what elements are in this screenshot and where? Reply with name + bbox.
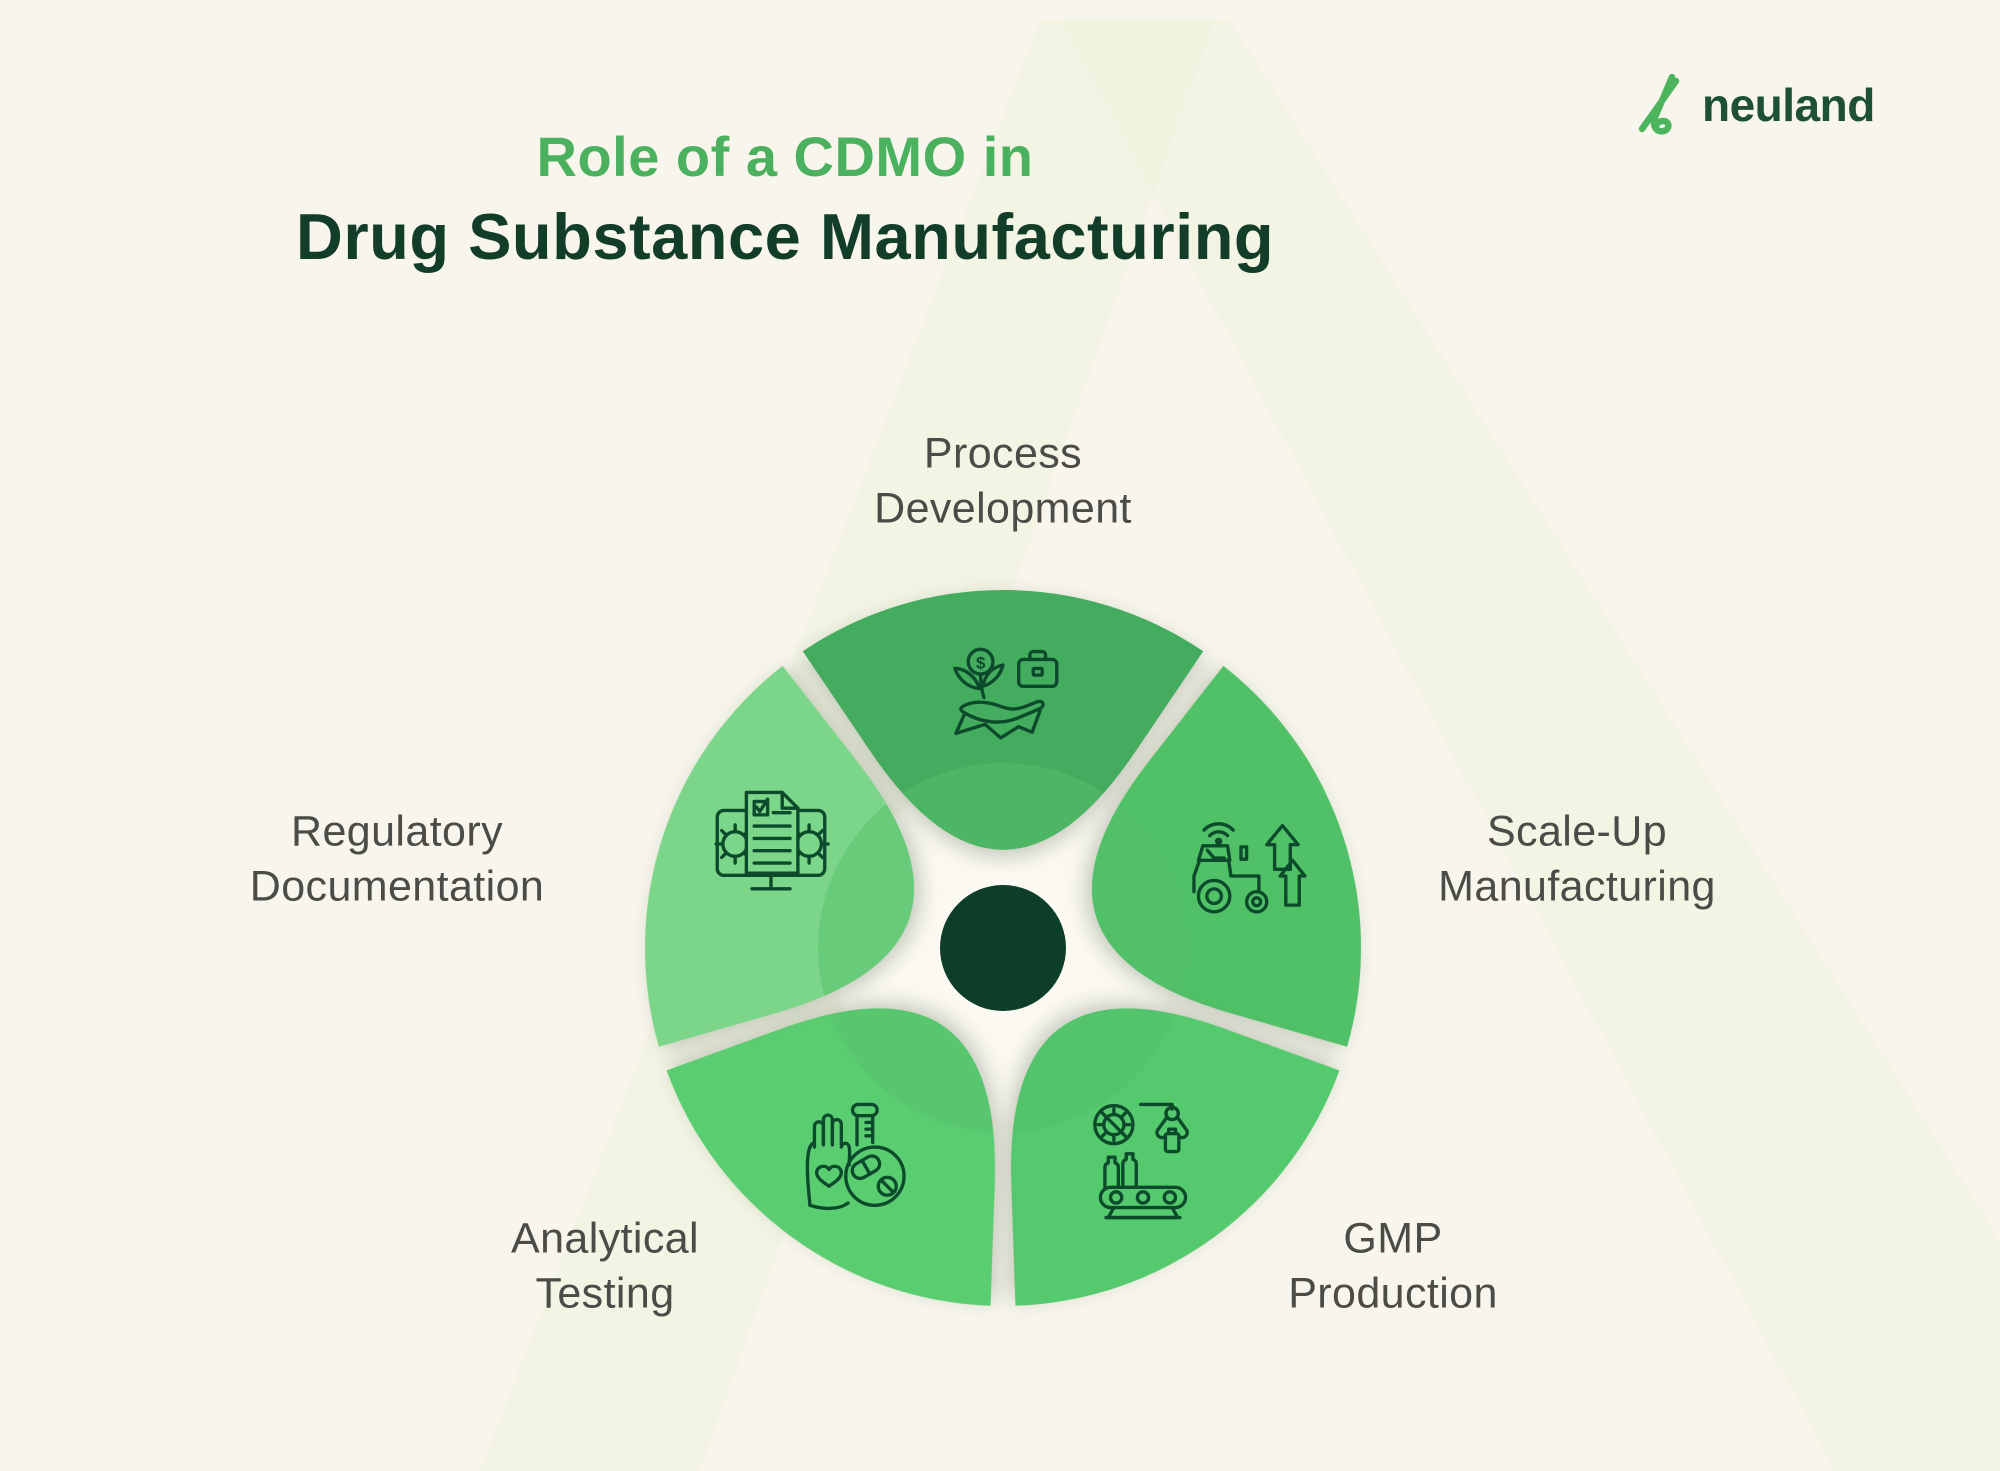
segment-label-analytical-testing: Analytical Testing [510, 1214, 700, 1317]
sterile-conveyor-robot-arm-icon [1093, 1102, 1189, 1220]
page-title: Role of a CDMO in Drug Substance Manufac… [296, 124, 1274, 274]
svg-text:$: $ [976, 653, 986, 672]
segment-label-scale-up-manufacturing: Scale-Up Manufacturing [1438, 807, 1716, 910]
segment-label-regulatory-documentation: Regulatory Documentation [249, 807, 545, 910]
center-hub-dot [940, 885, 1066, 1011]
neuland-monogram-droplet-icon [1638, 74, 1680, 135]
segment-label-gmp-production: GMP Production [1288, 1214, 1498, 1317]
monitor-document-checklist-gears-icon [714, 790, 830, 891]
cdmo-cycle-wheel: $ [645, 589, 1361, 1306]
neuland-logo: neuland [1636, 74, 1875, 136]
logo-wordmark: neuland [1702, 79, 1875, 131]
segment-label-process-development: Process Development [874, 429, 1132, 532]
hand-plant-coin-briefcase-icon: $ [953, 647, 1059, 740]
hand-heart-testtube-pills-icon [805, 1102, 906, 1211]
tractor-wifi-up-arrows-icon [1192, 822, 1307, 914]
segment-petal-process-development [802, 589, 1204, 850]
title-line-1: Role of a CDMO in [536, 125, 1034, 188]
title-line-2: Drug Substance Manufacturing [295, 200, 1275, 273]
